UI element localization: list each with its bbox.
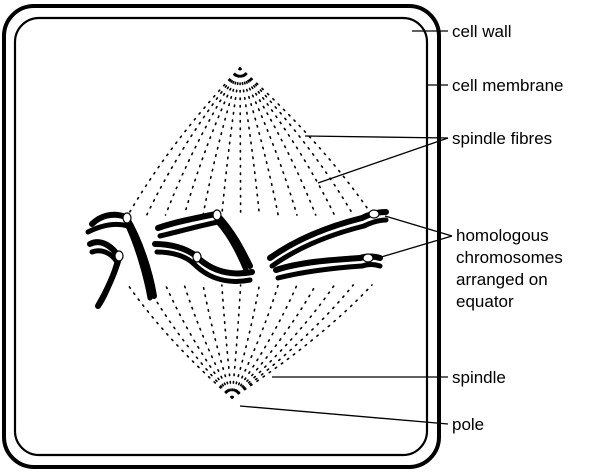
spindle-fibre-upper	[222, 68, 240, 215]
label-spindle: spindle	[452, 368, 506, 387]
spindle-fibre-upper	[240, 68, 278, 215]
spindle-fibre-upper	[128, 68, 240, 215]
spindle-fibre-upper	[203, 68, 240, 215]
label-pole: pole	[452, 415, 484, 434]
label-cell-membrane: cell membrane	[452, 76, 564, 95]
label-spindle-fibres: spindle fibres	[452, 129, 552, 148]
cell-wall	[4, 6, 439, 467]
spindle-fibre-upper	[184, 68, 240, 215]
cell-membrane	[15, 18, 427, 455]
label-homologous-1: homologous	[456, 226, 549, 245]
spindle-fibre-lower	[232, 285, 316, 398]
centromere-left-2	[115, 251, 123, 261]
spindle-fibre-lower	[232, 285, 241, 398]
centromere-middle-2	[193, 252, 201, 262]
spindle-fibre-lower	[222, 285, 232, 398]
spindle-fibre-upper	[147, 68, 240, 215]
spindle-fibre-upper	[240, 68, 241, 215]
spindle-fibre-lower	[203, 285, 232, 398]
spindle-fibre-upper	[240, 68, 334, 215]
label-homologous-2: chromosomes	[456, 248, 563, 267]
leader-lines	[240, 31, 452, 424]
centromere-right-2	[363, 254, 373, 262]
spindle-fibre-lower	[232, 285, 259, 398]
spindle-fibre-upper	[240, 68, 297, 215]
spindle-fibre-lower	[232, 285, 372, 398]
spindle-fibre-lower	[232, 285, 297, 398]
centromere-left-1	[123, 213, 131, 223]
leader-spindle-fibres-b	[318, 138, 448, 183]
spindle-fibre-upper	[240, 68, 353, 215]
chromosome-left-2	[90, 242, 119, 306]
spindle-fibre-lower	[166, 285, 232, 398]
spindle-fibre-lower	[232, 285, 278, 398]
leader-homologous-a	[385, 216, 452, 236]
label-homologous-4: equator	[456, 292, 514, 311]
label-homologous-3: arranged on	[456, 270, 548, 289]
chromosomes	[88, 212, 386, 306]
label-cell-wall: cell wall	[452, 22, 512, 41]
leader-pole	[240, 406, 448, 424]
centromere-middle-1	[213, 210, 221, 220]
centromere-right-1	[369, 210, 379, 218]
spindle-fibre-lower	[184, 285, 232, 398]
